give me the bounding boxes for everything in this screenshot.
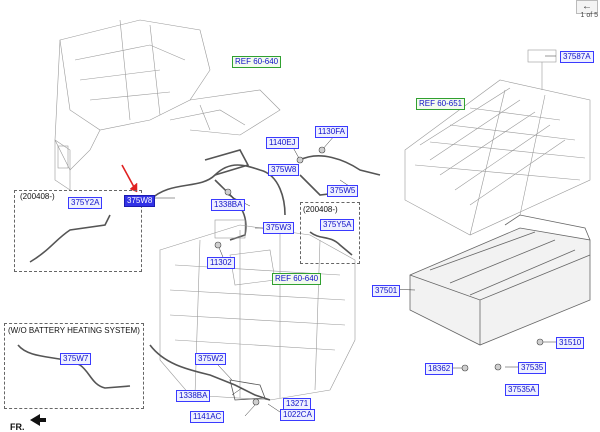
group-box-375y5a — [300, 202, 360, 264]
callout-375w2[interactable]: 375W2 — [195, 353, 227, 365]
callout-375y5a[interactable]: 375Y5A — [320, 219, 355, 231]
back-arrow-icon[interactable]: ← — [576, 0, 598, 14]
pointer-arrow — [121, 164, 138, 193]
hose-375w2 — [149, 344, 271, 401]
hose-375y2a — [29, 214, 111, 263]
page-indicator: 1 of 5 — [580, 12, 598, 19]
callout-37535a[interactable]: 37535A — [505, 384, 539, 396]
front-direction-icon — [30, 414, 46, 426]
callout-1130fa[interactable]: 1130FA — [315, 126, 348, 138]
floor-panel — [404, 49, 591, 236]
callout-31510[interactable]: 31510 — [556, 337, 585, 349]
callout-375w6-selected[interactable]: 375W8 — [124, 195, 156, 207]
group-box-wo-battery — [4, 323, 144, 409]
front-structure-top — [54, 19, 281, 191]
callout-37535[interactable]: 37535 — [518, 362, 547, 374]
ref-callout-60-640-mid[interactable]: REF 60-640 — [272, 273, 322, 285]
callout-37501[interactable]: 37501 — [372, 285, 401, 297]
callout-1022ca[interactable]: 1022CA — [280, 409, 315, 421]
date-note-mid: (200408-) — [303, 205, 338, 214]
date-note-left: (200408-) — [20, 192, 55, 201]
callout-11302[interactable]: 11302 — [207, 257, 235, 269]
front-label: FR. — [10, 422, 25, 432]
callout-18362[interactable]: 18362 — [425, 363, 454, 375]
fasteners — [214, 146, 544, 406]
callout-1338ba-top[interactable]: 1338BA — [211, 199, 246, 211]
callout-375w3[interactable]: 375W3 — [263, 222, 295, 234]
hose-375w7 — [17, 344, 131, 389]
callout-1140ej[interactable]: 1140EJ — [266, 137, 299, 149]
dash-panel — [159, 219, 356, 401]
hose-375y5a — [309, 231, 353, 256]
battery-pack[interactable] — [409, 214, 591, 346]
wo-battery-note: (W/O BATTERY HEATING SYSTEM) — [8, 326, 140, 335]
callout-37587a[interactable]: 37587A — [560, 51, 594, 63]
callout-375y2a[interactable]: 375Y2A — [68, 197, 103, 209]
callout-375w8[interactable]: 375W8 — [268, 164, 300, 176]
callout-1338ba-bottom[interactable]: 1338BA — [176, 390, 211, 402]
callout-375w7[interactable]: 375W7 — [60, 353, 92, 365]
ref-callout-60-651[interactable]: REF 60-651 — [416, 98, 466, 110]
callout-1141ac[interactable]: 1141AC — [190, 411, 225, 423]
ref-callout-60-640-top[interactable]: REF 60-640 — [232, 56, 282, 68]
group-box-375y2a — [14, 190, 142, 272]
callout-375w5[interactable]: 375W5 — [327, 185, 359, 197]
